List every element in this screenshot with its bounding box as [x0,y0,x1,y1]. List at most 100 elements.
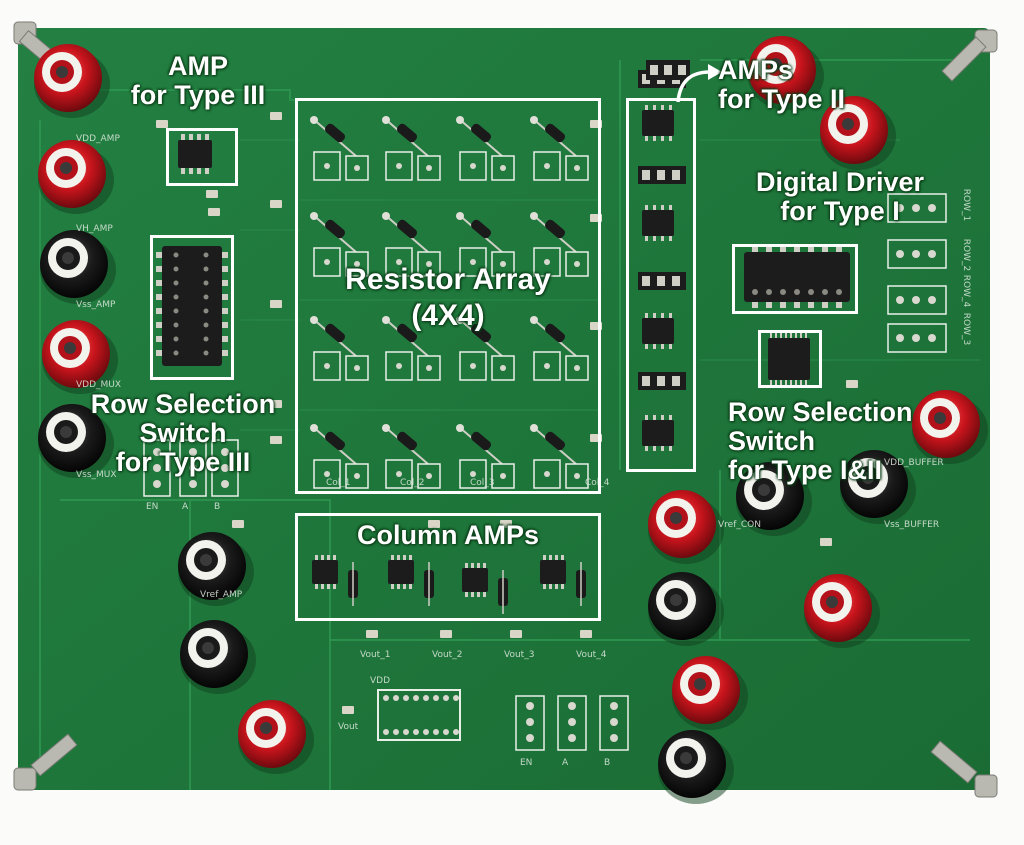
resistor-pad-square [385,151,441,181]
resistor-pad-square [459,459,515,489]
select-pin-header [557,695,587,751]
column-amp-chip [540,555,566,589]
silk-vout-1: Vout_1 [360,650,391,660]
silk-vdd: VDD [370,676,391,686]
resistor [382,116,429,157]
silk-vout-3: Vout_3 [504,650,535,660]
pin-header [638,272,686,290]
row-selection-switch-type12-box [758,330,822,388]
amp-type3-label: AMP for Type III [108,52,288,110]
amps-type2-box [626,98,696,472]
smd-component [428,520,440,528]
socket-pin [393,729,399,735]
resistor-pad-square [459,151,515,181]
column-amps-label: Column AMPs [296,521,600,550]
silk-vout-2: Vout_2 [432,650,463,660]
black-banana-jack [40,230,116,304]
row-pin-header [887,285,947,315]
resistor [456,316,503,357]
silk-vss-mux: Vss_MUX [76,470,117,480]
black-banana-jack [736,462,812,536]
silk-row-2: ROW_2 [961,238,972,272]
digital-driver-label-line1: Digital Driver [755,167,925,197]
resistor [310,316,357,357]
resistor-array-label-line1: Resistor Array [345,263,551,296]
silk-vss-amp: Vss_AMP [76,300,116,310]
resistor-pad-square [313,151,369,181]
smd-component [206,190,218,198]
resistor-pad-square [385,247,441,277]
silk-vh-amp: VH_AMP [76,224,113,234]
resistor-pad-square [533,459,589,489]
dip-pin [836,246,842,252]
resistor [456,116,503,157]
resistor-pad-square [385,351,441,381]
dip-pin [222,308,228,314]
red-banana-jack [648,490,724,564]
red-banana-jack [38,140,114,214]
column-resistor [348,562,358,606]
column-resistor [424,562,434,606]
socket-pin [423,695,429,701]
pin-header [638,372,686,390]
silk-vout-4: Vout_4 [576,650,607,660]
standoff-bottom-right [930,740,998,798]
black-banana-jack [648,572,724,646]
resistor-pad-square [313,459,369,489]
smd-component [156,120,168,128]
resistor [382,424,429,465]
amp-type3-chip [178,134,212,174]
socket-pin [423,729,429,735]
row-selection-switch-chip-type12 [768,333,810,385]
row-selection-type3-label-line3: for Type III [115,447,251,477]
silk-vdd-buffer: VDD_BUFFER [884,458,944,468]
dip-pin [808,246,814,252]
select-pin-header [211,439,239,497]
resistor-pad-square [385,459,441,489]
row-selection-switch-type3-box [150,235,234,380]
silk-vdd-amp: VDD_AMP [76,134,120,144]
smd-component [440,630,452,638]
resistor-pad-square [533,151,589,181]
socket-pin [383,729,389,735]
socket-pin [383,695,389,701]
amp-type3-box [166,128,238,186]
resistor-pad-square [313,351,369,381]
red-banana-jack [238,700,314,774]
amps-type2-label-line1: AMPs [718,55,794,85]
black-banana-jack [658,730,734,804]
black-banana-jack [178,532,254,606]
dip-pin [794,246,800,252]
resistor-pad-square [459,351,515,381]
standoff-top-right [941,29,998,82]
silk-row-3: ROW_3 [961,312,972,346]
select-pin-header [143,439,171,497]
row-selection-type12-label-line1: Row Selection [728,397,913,427]
silk-col-4: Col_4 [585,478,610,488]
silk-row-4: ROW_4 [961,274,972,308]
socket-pin [433,729,439,735]
smd-component [270,200,282,208]
amp-type2-chip [642,105,674,141]
dip-pin [156,280,162,286]
amp-type2-chip [642,313,674,349]
silk-col-2: Col_2 [400,478,425,488]
dip-pin [808,302,814,308]
pin-header [638,166,686,184]
socket-pin [443,695,449,701]
silk-vref-amp: Vref_AMP [200,590,243,600]
red-banana-jack [34,44,110,118]
dip-pin [752,246,758,252]
resistor-array-label: Resistor Array (4X4) [296,262,600,334]
dip-pin [222,322,228,328]
silk-vout: Vout [338,722,359,732]
silk-en-left: EN [146,502,159,512]
resistor [310,116,357,157]
column-resistor [498,570,508,614]
dip-pin [156,308,162,314]
silk-col-1: Col_1 [326,478,351,488]
silk-vref-con: Vref_CON [718,520,761,530]
resistor [310,424,357,465]
